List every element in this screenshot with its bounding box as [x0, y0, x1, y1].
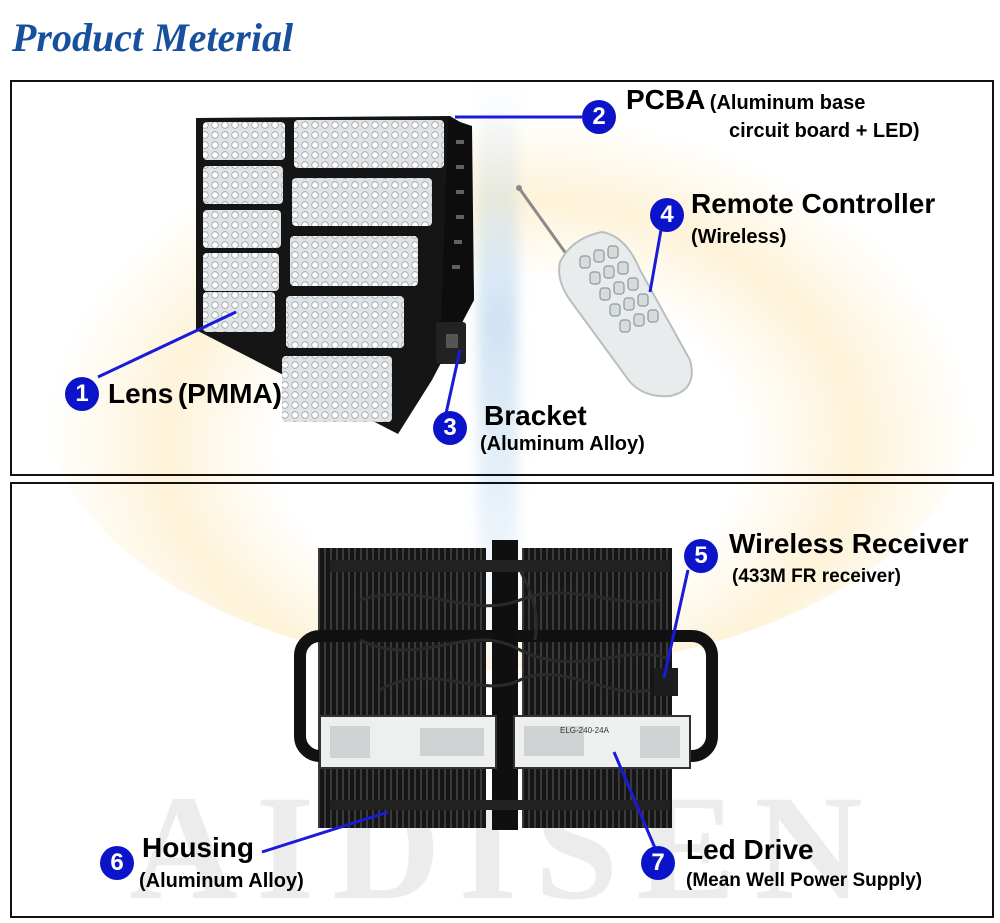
leader-line-1	[97, 310, 237, 379]
leader-line-7	[612, 751, 657, 849]
callout-label-pcba: PCBA (Aluminum base	[626, 84, 865, 116]
leader-line-3	[443, 349, 462, 419]
bracket-label: Bracket	[484, 400, 587, 431]
remote-antenna	[517, 187, 574, 263]
callout-marker-7: 7	[641, 846, 675, 880]
callout-label-lens: Lens (PMMA)	[108, 378, 282, 410]
callout-marker-4: 4	[650, 198, 684, 232]
bracket-detail: (Aluminum Alloy)	[480, 433, 645, 455]
led-driver-right: ELG-240-24A	[513, 715, 691, 769]
led-driver-left	[319, 715, 497, 769]
driver-model-text: ELG-240-24A	[560, 726, 610, 735]
led-drive-detail: (Mean Well Power Supply)	[686, 870, 923, 891]
housing-back: ELG-240-24A	[294, 540, 718, 830]
flood-light-front	[196, 116, 474, 434]
remote-controller-label: Remote Controller	[691, 188, 936, 219]
lens-label: Lens	[108, 378, 174, 409]
wireless-receiver-detail: (433M FR receiver)	[732, 566, 901, 587]
top-panel	[10, 80, 994, 476]
callout-marker-1: 1	[65, 377, 99, 411]
lens-module-left-1	[203, 122, 285, 160]
leader-line-6	[261, 810, 389, 854]
lens-module-right-3	[290, 236, 418, 286]
callout-marker-3: 3	[433, 411, 467, 445]
pcba-label: PCBA	[626, 84, 706, 115]
lens-detail: (PMMA)	[177, 378, 283, 409]
remote-controller	[516, 185, 693, 398]
lens-module-right-2	[292, 178, 432, 226]
lens-module-right-1	[294, 120, 444, 168]
callout-marker-5: 5	[684, 539, 718, 573]
bottom-panel	[10, 482, 994, 918]
housing-detail: (Aluminum Alloy)	[139, 870, 304, 892]
lens-module-left-3	[203, 210, 281, 248]
bracket	[436, 322, 466, 364]
leader-lines	[97, 115, 690, 854]
pcba-detail-line2: circuit board + LED)	[729, 120, 920, 142]
lens-module-right-4	[286, 296, 404, 348]
pcba-detail-line1: (Aluminum base	[709, 92, 866, 114]
housing-label: Housing	[142, 832, 254, 863]
remote-controller-detail: (Wireless)	[691, 226, 787, 248]
callout-marker-6: 6	[100, 846, 134, 880]
lens-module-left-5	[203, 292, 275, 332]
page-title: Product Meterial	[12, 15, 294, 60]
leader-line-5	[662, 569, 690, 679]
led-drive-label: Led Drive	[686, 834, 814, 865]
lens-module-left-2	[203, 166, 283, 204]
lens-module-right-5	[282, 356, 392, 422]
wireless-receiver-label: Wireless Receiver	[729, 528, 969, 559]
lens-module-left-4	[203, 253, 279, 291]
callout-marker-2: 2	[582, 100, 616, 134]
